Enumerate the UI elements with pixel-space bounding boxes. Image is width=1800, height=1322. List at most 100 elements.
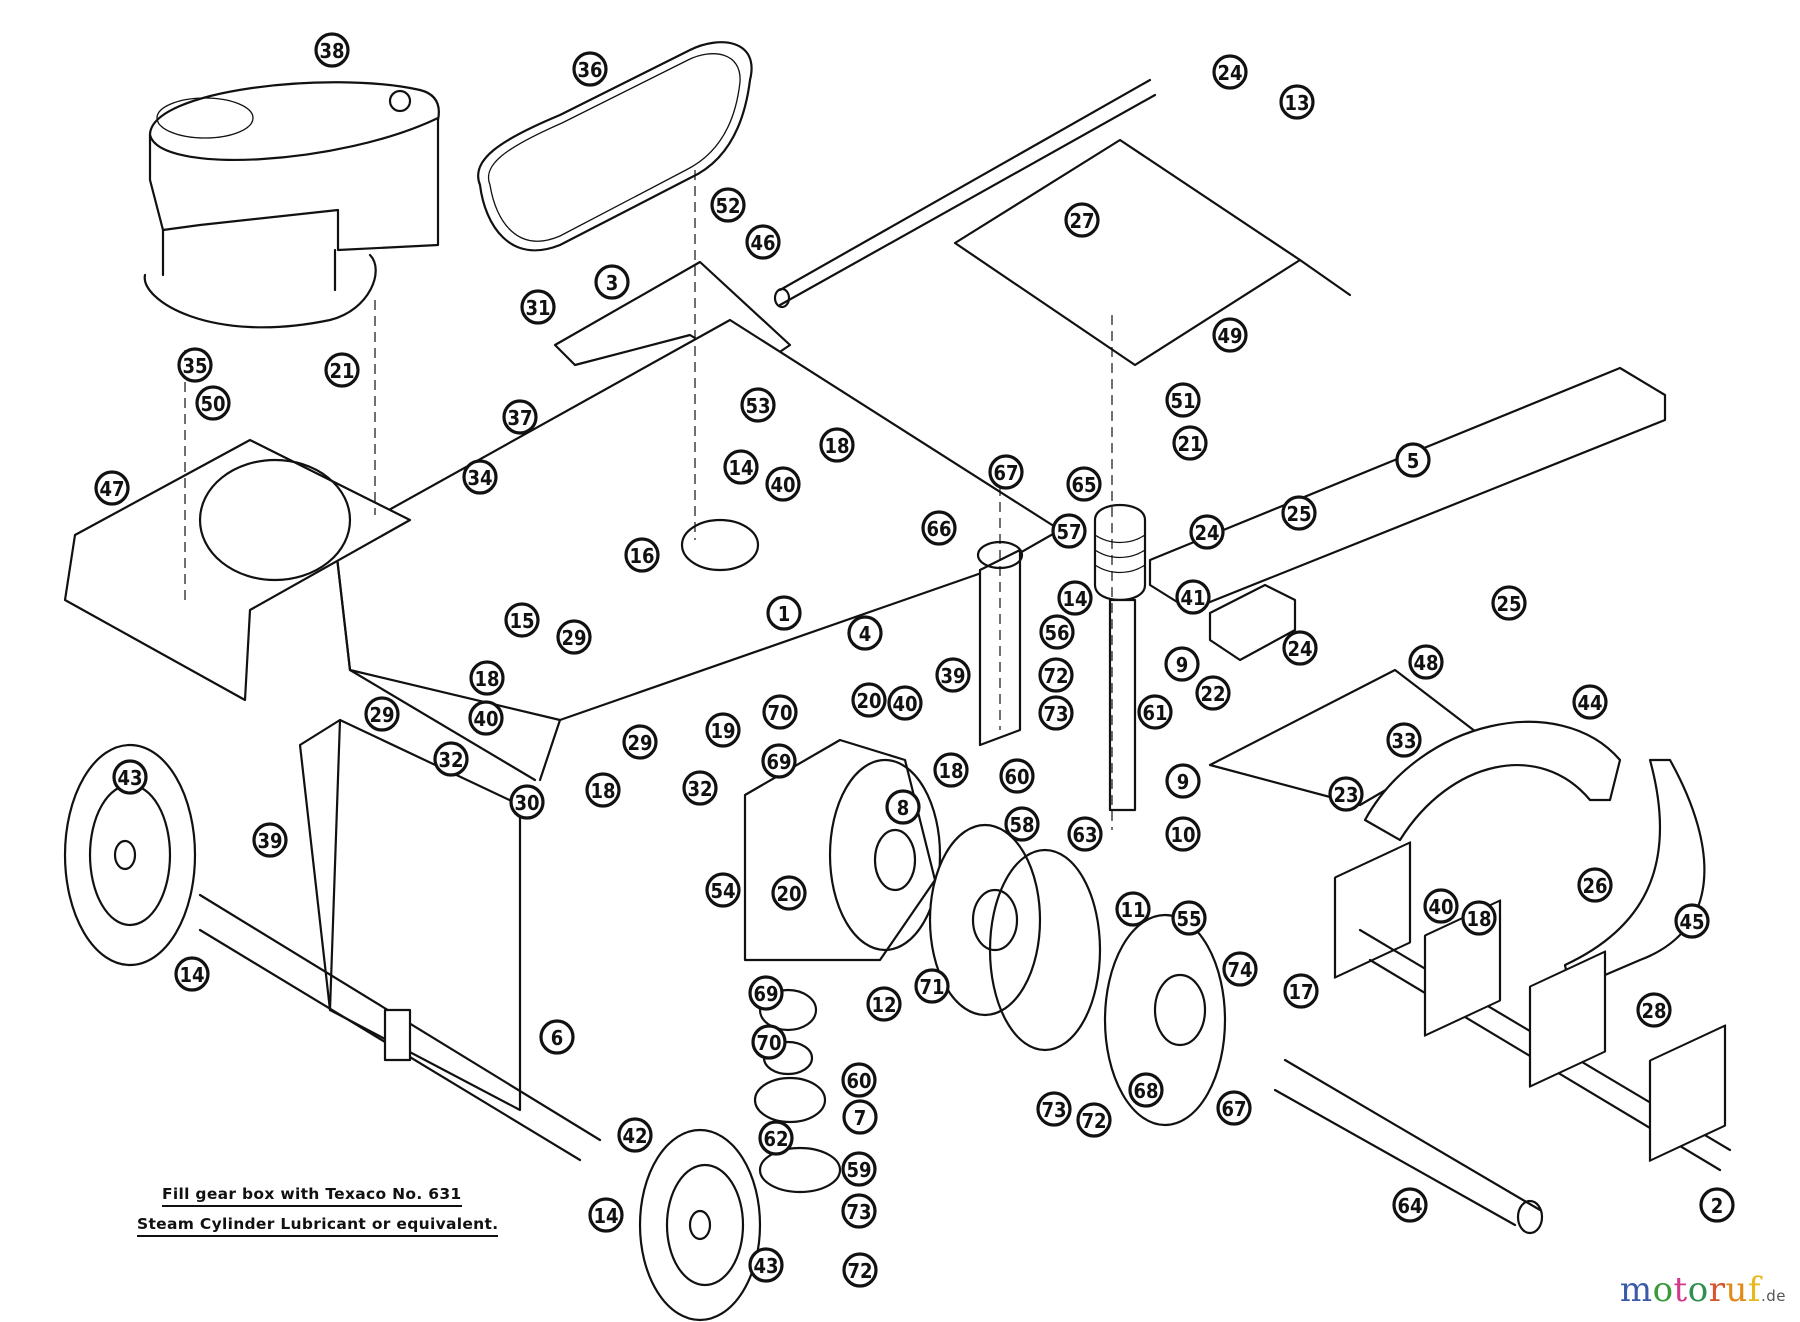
callout-circle (1165, 382, 1201, 418)
callout-label: 24 (1217, 61, 1242, 85)
callout-label: 58 (1009, 813, 1034, 837)
callout-circle (766, 595, 802, 631)
callout-part-21: 21 (1172, 425, 1208, 461)
callout-circle (504, 602, 540, 638)
part-shaft-64 (1273, 1058, 1544, 1235)
callout-part-62: 62 (758, 1120, 794, 1156)
callout-circle (433, 741, 469, 777)
callout-part-14: 14 (1057, 580, 1093, 616)
callout-label: 22 (1200, 682, 1225, 706)
callout-label: 18 (590, 779, 615, 803)
callout-label: 33 (1391, 729, 1416, 753)
callout-part-32: 32 (433, 741, 469, 777)
callout-circle (1392, 1187, 1428, 1223)
callout-circle (509, 784, 545, 820)
callout-circle (1491, 585, 1527, 621)
callout-label: 52 (715, 194, 740, 218)
callout-circle (1408, 644, 1444, 680)
callout-part-16: 16 (624, 537, 660, 573)
callout-label: 72 (1043, 664, 1068, 688)
callout-circle (847, 615, 883, 651)
callout-part-20: 20 (771, 875, 807, 911)
callout-label: 32 (687, 777, 712, 801)
callout-part-69: 69 (761, 743, 797, 779)
callout-label: 48 (1413, 651, 1438, 675)
watermark-letter: f (1747, 1270, 1761, 1310)
callout-part-19: 19 (705, 712, 741, 748)
callout-part-40: 40 (1423, 888, 1459, 924)
callout-circle (572, 51, 608, 87)
callout-part-50: 50 (195, 385, 231, 421)
callout-circle (1137, 694, 1173, 730)
part-engine-38 (143, 81, 440, 329)
callout-label: 20 (776, 882, 801, 906)
callout-part-40: 40 (887, 685, 923, 721)
watermark-letter: t (1673, 1270, 1688, 1310)
callout-circle (1036, 1091, 1072, 1127)
callout-circle (1212, 317, 1248, 353)
callout-circle (761, 743, 797, 779)
callout-part-58: 58 (1004, 806, 1040, 842)
callout-part-3: 3 (594, 264, 630, 300)
callout-label: 21 (1177, 432, 1202, 456)
callout-part-59: 59 (841, 1151, 877, 1187)
callout-part-39: 39 (252, 822, 288, 858)
callout-label: 32 (438, 748, 463, 772)
callout-label: 9 (1176, 653, 1189, 677)
callout-label: 27 (1069, 209, 1094, 233)
callout-label: 60 (1004, 765, 1029, 789)
callout-label: 55 (1176, 907, 1201, 931)
callout-label: 19 (710, 719, 735, 743)
callout-part-37: 37 (502, 399, 538, 435)
callout-part-40: 40 (468, 700, 504, 736)
callout-label: 73 (1043, 702, 1068, 726)
callout-circle (866, 986, 902, 1022)
callout-label: 23 (1333, 783, 1358, 807)
part-frame-1 (333, 318, 1062, 782)
watermark-suffix: .de (1760, 1287, 1786, 1305)
callout-circle (1172, 425, 1208, 461)
callout-label: 29 (561, 626, 586, 650)
callout-part-24: 24 (1282, 630, 1318, 666)
watermark-logo: motoruf.de (1620, 1270, 1786, 1310)
callout-part-56: 56 (1039, 614, 1075, 650)
part-tine-shaft-assembly (1333, 841, 1732, 1172)
callout-circle (1699, 1187, 1735, 1223)
callout-circle (841, 1151, 877, 1187)
callout-label: 25 (1496, 592, 1521, 616)
part-wheel-43-left (63, 743, 197, 967)
callout-label: 66 (926, 517, 951, 541)
callout-part-54: 54 (705, 872, 741, 908)
callout-circle (1067, 816, 1103, 852)
part-tow-bar-5 (1148, 366, 1667, 612)
callout-circle (1165, 763, 1201, 799)
watermark-letters: motoruf (1620, 1270, 1761, 1310)
callout-circle (935, 657, 971, 693)
callout-circle (314, 32, 350, 68)
callout-label: 43 (117, 766, 142, 790)
callout-part-73: 73 (1038, 695, 1074, 731)
callout-label: 61 (1142, 701, 1167, 725)
callout-part-27: 27 (1064, 202, 1100, 238)
callout-part-20: 20 (851, 682, 887, 718)
callout-label: 34 (467, 466, 492, 490)
callout-circle (1038, 695, 1074, 731)
callout-circle (1674, 903, 1710, 939)
callout-circle (502, 399, 538, 435)
callout-part-25: 25 (1491, 585, 1527, 621)
callout-circle (710, 187, 746, 223)
callout-circle (705, 872, 741, 908)
callout-circle (195, 385, 231, 421)
callout-circle (1282, 630, 1318, 666)
callout-circle (324, 352, 360, 388)
callout-label: 4 (859, 622, 872, 646)
callout-label: 30 (514, 791, 539, 815)
part-wheel-43-right (638, 1128, 762, 1322)
callout-part-69: 69 (748, 975, 784, 1011)
callout-circle (988, 454, 1024, 490)
callout-circle (1004, 806, 1040, 842)
callout-part-34: 34 (462, 459, 498, 495)
callout-label: 15 (509, 609, 534, 633)
callout-label: 62 (763, 1127, 788, 1151)
